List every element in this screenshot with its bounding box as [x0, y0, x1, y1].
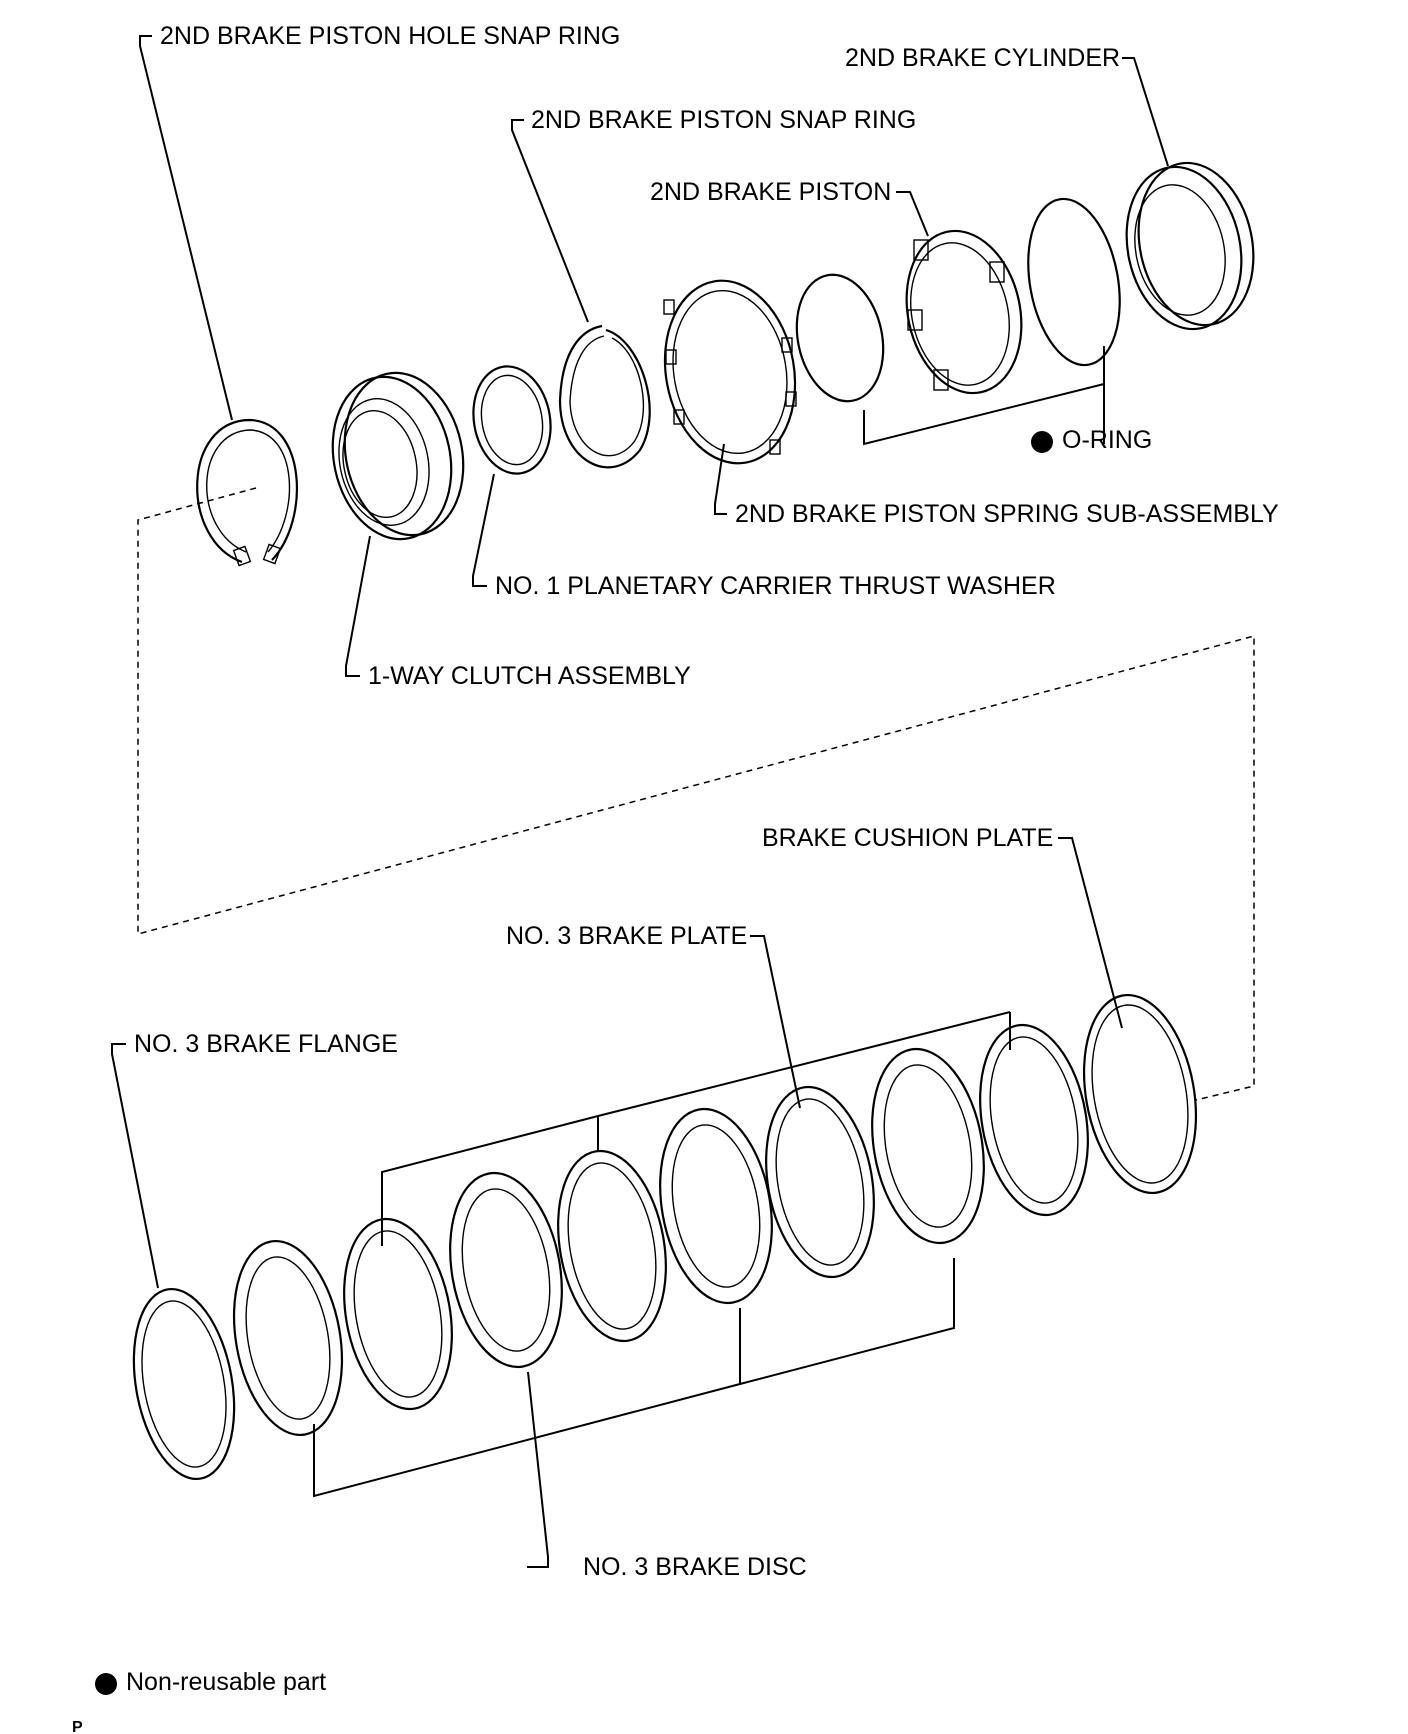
label-one-way-clutch: 1-WAY CLUTCH ASSEMBLY [368, 662, 691, 690]
spring-sub-assembly-part [663, 279, 797, 465]
label-o-ring: O-RING [1062, 426, 1152, 454]
corner-mark: P [72, 1719, 83, 1734]
alignment-dashes [137, 487, 1255, 1101]
label-cushion-plate: BRAKE CUSHION PLATE [762, 824, 1053, 852]
brake-disc-1-part [232, 1239, 344, 1437]
label-cylinder: 2ND BRAKE CYLINDER [845, 44, 1120, 72]
cylinder-part [1125, 161, 1255, 331]
legend-text: Non-reusable part [126, 1668, 326, 1696]
label-thrust-washer: NO. 1 PLANETARY CARRIER THRUST WASHER [495, 572, 1056, 600]
brake-disc-3-part [659, 1107, 773, 1305]
label-piston-snap-ring: 2ND BRAKE PISTON SNAP RING [531, 106, 916, 134]
cushion-plate-part [1082, 993, 1198, 1195]
label-brake-flange: NO. 3 BRAKE FLANGE [134, 1030, 398, 1058]
label-hole-snap-ring: 2ND BRAKE PISTON HOLE SNAP RING [160, 22, 620, 50]
o-ring-outer-part [1027, 197, 1121, 367]
hole-snap-ring-part [196, 418, 298, 567]
non-reusable-legend-icon [95, 1673, 117, 1695]
brake-plate-2-part [557, 1149, 667, 1343]
brake-plate-1-part [343, 1217, 453, 1411]
leader-lines [111, 35, 1169, 1568]
label-piston: 2ND BRAKE PISTON [650, 178, 891, 206]
brake-disc-2-part [449, 1171, 563, 1369]
label-brake-disc: NO. 3 BRAKE DISC [583, 1553, 807, 1581]
piston-part [905, 229, 1023, 395]
one-way-clutch-part [331, 371, 465, 541]
label-spring-sub-assembly: 2ND BRAKE PISTON SPRING SUB-ASSEMBLY [735, 500, 1279, 528]
brake-disc-4-part [871, 1047, 985, 1245]
o-ring-inner-part [795, 273, 885, 403]
piston-snap-ring-part [558, 324, 651, 469]
brake-plate-3-part [765, 1085, 875, 1279]
brake-plate-4-part [979, 1023, 1089, 1217]
o-ring-nonreusable-icon [1031, 431, 1053, 453]
label-brake-plate: NO. 3 BRAKE PLATE [506, 922, 747, 950]
thrust-washer-part [472, 365, 552, 475]
brake-flange-part [132, 1287, 236, 1481]
